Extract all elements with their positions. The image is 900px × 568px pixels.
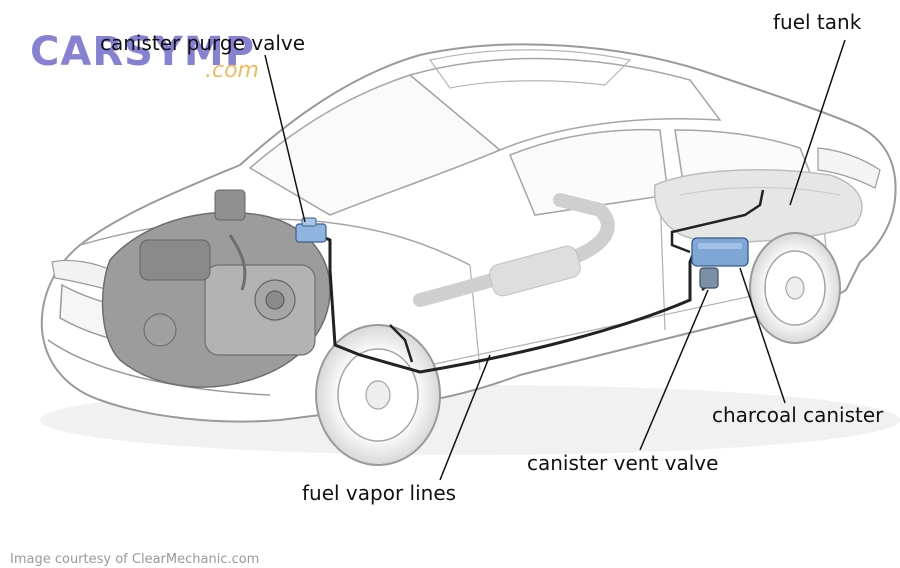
tail-light (817, 147, 881, 189)
leader-charcoal-canister (739, 267, 786, 404)
label-canister-vent-valve: canister vent valve (527, 451, 719, 475)
label-charcoal-canister: charcoal canister (712, 405, 884, 425)
roof-line (408, 57, 722, 151)
hood-line (79, 218, 471, 266)
label-canister-purge-valve: canister purge valve (100, 31, 306, 55)
carsymp-logo: CARSYMP .com (30, 32, 280, 90)
logo-domain: .com (205, 58, 259, 83)
rear-wheel (749, 232, 841, 344)
label-fuel-tank: fuel tank (773, 10, 862, 34)
leader-vapor-lines (439, 354, 491, 481)
label-fuel-vapor-lines: fuel vapor lines (302, 481, 457, 505)
side-sill (429, 289, 781, 366)
front-bumper (47, 339, 271, 396)
canister-vent-valve (699, 267, 719, 289)
charcoal-canister (691, 237, 749, 267)
logo-wordmark: CARSYMP (30, 29, 256, 75)
leader-fuel-tank (789, 39, 846, 206)
engine (101, 189, 331, 388)
canister-purge-valve (295, 217, 327, 243)
image-credit: Image courtesy of ClearMechanic.com (10, 552, 260, 567)
muffler (489, 245, 581, 297)
fuel-tank-ridge (679, 186, 841, 196)
front-door-window (509, 128, 669, 216)
sunroof (428, 49, 632, 89)
vapor-line-branch (389, 324, 414, 363)
fuel-vapor-line (317, 233, 697, 374)
front-wheel (315, 324, 441, 466)
leader-purge-valve (264, 54, 306, 223)
leader-lines (264, 39, 846, 481)
canister-to-tank-line (670, 189, 765, 254)
leader-vent-valve (639, 289, 709, 451)
